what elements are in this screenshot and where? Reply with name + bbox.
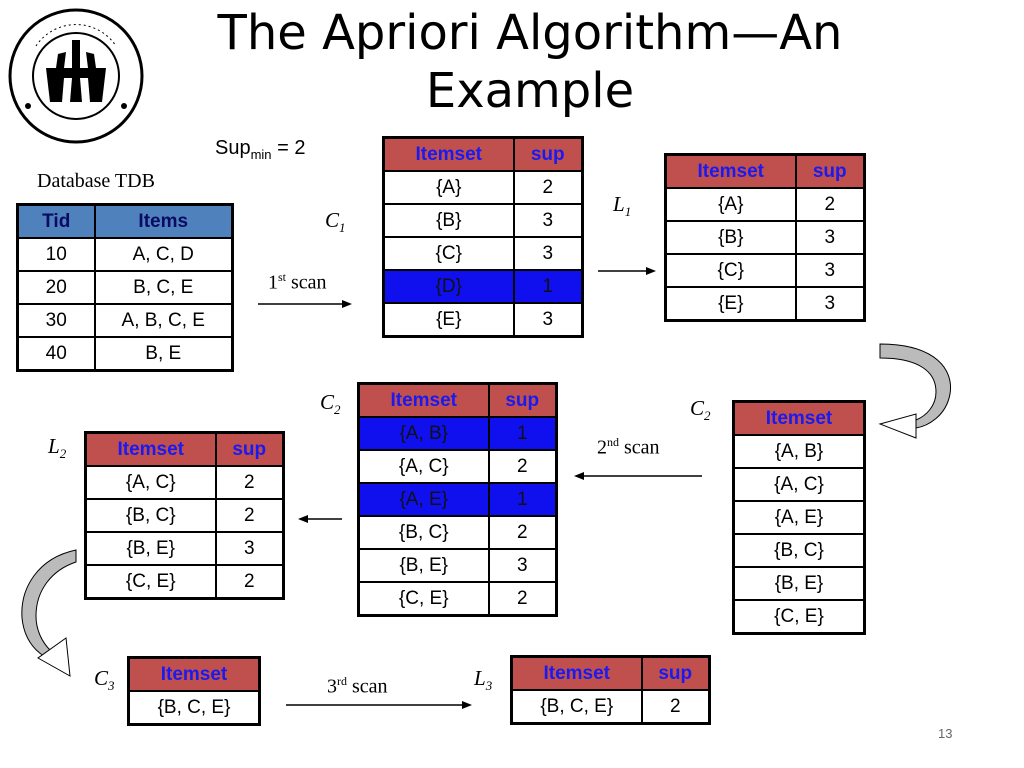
header-sup: sup — [794, 153, 866, 189]
cell: 3 — [512, 203, 584, 238]
curved-arrow-icon — [878, 343, 952, 439]
cell: 2 — [487, 449, 558, 484]
c2-label-right: C2 — [690, 396, 711, 424]
cell: {B} — [664, 220, 797, 255]
cell: 2 — [794, 187, 866, 222]
cell: {B, E} — [732, 566, 866, 601]
cell: 3 — [487, 548, 558, 583]
cell: A, B, C, E — [93, 303, 234, 338]
cell: {C} — [382, 236, 515, 271]
cell: {E} — [382, 302, 515, 338]
cell: {C, E} — [357, 581, 490, 617]
c3-label: C3 — [94, 666, 115, 694]
cell-pruned: 1 — [487, 482, 558, 517]
header-sup: sup — [214, 431, 285, 467]
cell: {A, B} — [732, 434, 866, 469]
cell: {B, C} — [732, 533, 866, 568]
cell: {A} — [664, 187, 797, 222]
cell: 3 — [794, 286, 866, 322]
c2-candidate-table: Itemset {A, B} {A, C} {A, E} {B, C} {B, … — [732, 400, 866, 635]
cell: 2 — [512, 170, 584, 205]
cell-pruned: 1 — [487, 416, 558, 451]
cell: 2 — [214, 498, 285, 533]
arrow-left-icon — [298, 515, 342, 523]
l1-label: L1 — [613, 192, 632, 220]
cell: B, E — [93, 336, 234, 372]
cell-pruned: {D} — [382, 269, 515, 304]
cell: 3 — [794, 220, 866, 255]
l3-label: L3 — [474, 666, 493, 694]
page-number: 13 — [938, 726, 953, 741]
cell: 3 — [512, 236, 584, 271]
c1-label: C1 — [325, 208, 346, 236]
c2-label-middle: C2 — [320, 390, 341, 418]
header-sup: sup — [512, 136, 584, 172]
second-scan-label: 2nd scan — [597, 435, 660, 459]
header-itemset: Itemset — [510, 655, 643, 691]
cell: 2 — [214, 465, 285, 500]
header-items: Items — [93, 203, 234, 239]
cell: 20 — [16, 270, 96, 305]
cell-pruned: {A, B} — [357, 416, 490, 451]
cell: {C} — [664, 253, 797, 288]
header-sup: sup — [487, 382, 558, 418]
cell: {B, E} — [84, 531, 217, 566]
cell: {E} — [664, 286, 797, 322]
cell: B, C, E — [93, 270, 234, 305]
header-itemset: Itemset — [382, 136, 515, 172]
cell: 2 — [640, 689, 711, 725]
cell: {A, C} — [357, 449, 490, 484]
cell: 2 — [487, 581, 558, 617]
cell: {B, C} — [84, 498, 217, 533]
cell: 40 — [16, 336, 96, 372]
arrow-right-icon — [598, 267, 656, 275]
min-support-label: Supmin = 2 — [215, 137, 306, 162]
cell: 3 — [794, 253, 866, 288]
cell: 3 — [512, 302, 584, 338]
cell-pruned: 1 — [512, 269, 584, 304]
cell: 2 — [487, 515, 558, 550]
arrow-left-icon — [574, 472, 702, 480]
cell: A, C, D — [93, 237, 234, 272]
arrow-right-icon — [258, 300, 352, 308]
cell: {B, E} — [357, 548, 490, 583]
header-itemset: Itemset — [732, 400, 866, 436]
cell: {A, C} — [84, 465, 217, 500]
cell: {B, C, E} — [127, 690, 261, 726]
arrow-right-icon — [286, 701, 472, 709]
first-scan-label: 1st scan — [268, 270, 327, 294]
cell: {A} — [382, 170, 515, 205]
cell: {C, E} — [84, 564, 217, 600]
cell: {B, C} — [357, 515, 490, 550]
database-label: Database TDB — [37, 170, 155, 192]
cell: {B, C, E} — [510, 689, 643, 725]
header-sup: sup — [640, 655, 711, 691]
cell: {A, E} — [732, 500, 866, 535]
header-itemset: Itemset — [84, 431, 217, 467]
cell: {B} — [382, 203, 515, 238]
c3-table: Itemset {B, C, E} — [127, 656, 261, 726]
cell: 3 — [214, 531, 285, 566]
cell: 30 — [16, 303, 96, 338]
third-scan-label: 3rd scan — [327, 674, 388, 698]
header-itemset: Itemset — [357, 382, 490, 418]
university-logo — [8, 8, 144, 144]
l2-label: L2 — [48, 434, 67, 462]
cell: 2 — [214, 564, 285, 600]
cell-pruned: {A, E} — [357, 482, 490, 517]
page-title: The Apriori Algorithm—An Example — [217, 5, 843, 119]
header-tid: Tid — [16, 203, 96, 239]
cell: {A, C} — [732, 467, 866, 502]
header-itemset: Itemset — [127, 656, 261, 692]
header-itemset: Itemset — [664, 153, 797, 189]
cell: 10 — [16, 237, 96, 272]
curved-arrow-icon — [21, 549, 77, 677]
cell: {C, E} — [732, 599, 866, 635]
